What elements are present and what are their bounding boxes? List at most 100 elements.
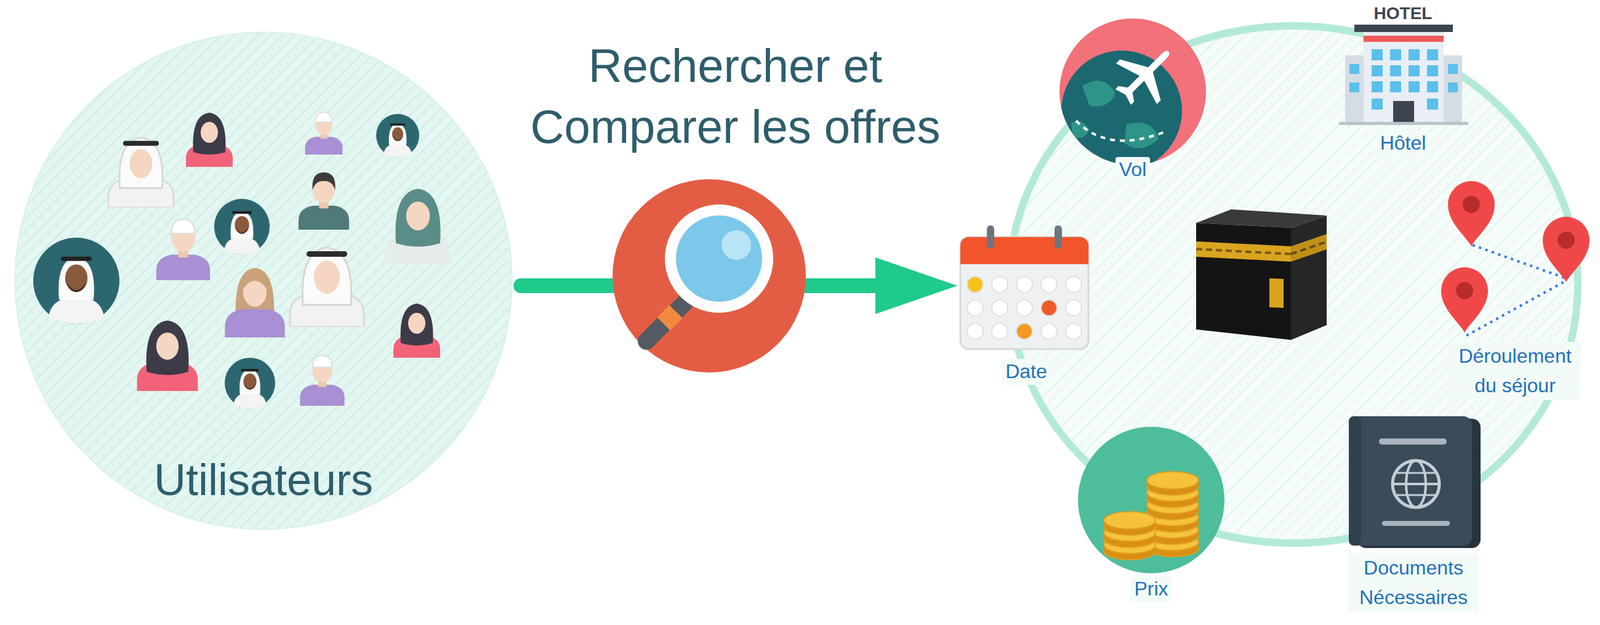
calendar-icon [1065,299,1082,316]
kaaba-icon [1290,233,1327,262]
hotel-icon [1427,49,1439,61]
people-icons [393,303,441,358]
hotel-icon [1443,55,1463,124]
calendar-icon [960,252,1089,265]
circle-outline [14,32,512,529]
people-icons [385,188,451,264]
magnifier-icon [664,204,774,313]
hotel-icon [1393,100,1415,124]
magnifier-icon [646,302,685,342]
hotel-sign-text: HOTEL [1374,2,1433,25]
hotel-icon [1447,82,1458,93]
calendar-icon [1016,299,1033,316]
kaaba-icon [1196,222,1291,340]
people-icons [289,247,364,327]
flight-node: Vol [1058,17,1207,185]
icon-label: Vol [1115,156,1150,183]
price-node: Prix [1077,424,1226,604]
route-pins-icon [1542,216,1590,282]
flight-icon [1076,120,1165,141]
calendar-icon [991,276,1008,293]
people-icons [224,267,285,338]
coins-icon [1103,511,1156,529]
kaaba-icon [1290,241,1327,255]
hotel-icon [1354,24,1453,33]
hotel-icon [1349,49,1458,110]
arrow-head [875,257,958,314]
people-icons [108,137,174,208]
calendar-icon [986,225,995,249]
user-group-circle: Utilisateurs [13,30,514,531]
hotel-icon [1427,98,1439,110]
magnifier-icon [675,215,763,302]
calendar-icon [1041,323,1058,340]
people-icons [185,112,233,167]
hotel-icon [1408,49,1420,61]
user-group-ground [14,32,513,530]
calendar-icon [967,299,984,316]
coins-icon [1146,471,1199,489]
coins-icon [1077,426,1225,574]
kaaba-icon [1269,278,1284,308]
hotel-icon [1338,121,1469,125]
coins-icon [1077,426,1225,574]
route-pins-icon [1441,267,1488,333]
hotel-icon [1371,98,1383,110]
route-pins-icon [1447,180,1495,247]
hotel-icon [1408,65,1420,77]
calendar-icon [960,237,1089,350]
date-node: Date [957,227,1096,387]
flight-icon [1061,50,1182,172]
passport-icon [1348,416,1472,546]
flight-icon [1102,31,1189,118]
calendar-icon [1016,276,1033,293]
calendar-icon [967,323,984,340]
magnifier-icon [612,179,806,373]
passport-icon [1392,482,1440,486]
passport-icon [1396,494,1436,497]
flight-icon [1061,50,1182,172]
documents-node: Documents Nécessaires [1339,415,1488,619]
hotel-icon [1345,55,1364,124]
icon-label: Documents Nécessaires [1348,552,1479,612]
edge-label: Rechercher et Comparer les offres [520,35,952,158]
hotel-icon [1371,49,1383,61]
flight-icon [1059,18,1207,172]
passport-icon [1392,460,1440,508]
coins-icon [1103,471,1199,560]
hotel-icon [1363,35,1444,42]
group-title: Utilisateurs [153,453,374,507]
hotel-icon [1427,81,1439,93]
people-icons [33,112,451,409]
passport-icon [1396,472,1436,475]
kaaba-icon [1196,249,1291,255]
icon-label: Prix [1130,576,1172,603]
passport-icon [1348,416,1362,546]
icon-label: Date [1001,358,1051,385]
people-icons [376,113,420,157]
people-icons [224,357,276,409]
people-icons [156,219,210,281]
hotel-node: HOTEL Hôtel [1335,1,1471,157]
magnifier-icon [663,311,676,324]
calendar-icon [1016,323,1033,340]
icon-label: Déroulement du séjour [1449,341,1581,401]
hotel-icon [1390,49,1402,61]
passport-icon [1348,416,1481,548]
hotel-icon [1349,82,1360,93]
calendar-icon [1041,276,1058,293]
people-icons [299,355,345,406]
magnifier-icon [612,179,806,373]
hotel-icon [1349,64,1360,74]
passport-icon [1378,438,1447,445]
hotel-icon [1447,64,1458,74]
icon-label: Hôtel [1376,130,1431,157]
route-pins-icon [1441,180,1590,336]
passport-icon [1382,520,1450,526]
hotel-icon [1390,65,1402,77]
calendar-icon [1054,225,1062,249]
magnifier-icon [721,230,752,260]
calendar-icon [1041,299,1058,316]
people-icons [298,172,350,230]
